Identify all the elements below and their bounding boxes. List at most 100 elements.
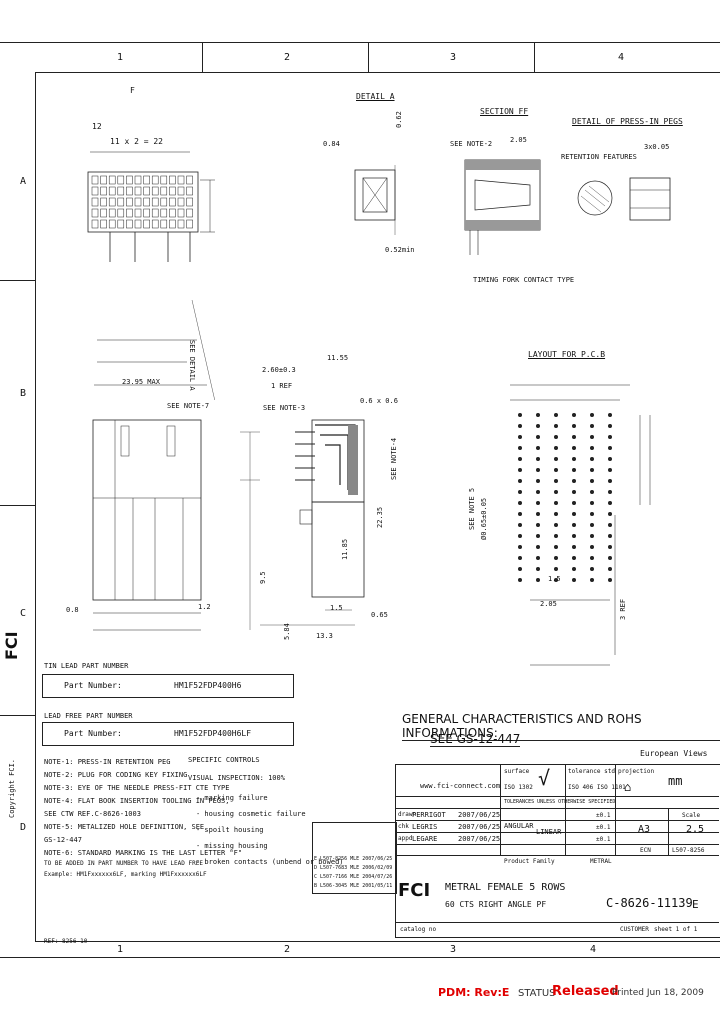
customer-label: CUSTOMER: [620, 926, 649, 933]
sheet-size: A3: [638, 824, 651, 835]
pcb-hole: [608, 468, 612, 472]
pin-cell: [151, 186, 159, 196]
pcb-hole: [572, 446, 576, 450]
sheet-label: sheet 1 of 1: [654, 926, 698, 933]
pcb-hole: [608, 490, 612, 494]
pin-cell: [91, 219, 99, 229]
pcb-hole: [518, 413, 522, 417]
copyright-text: Copyright FCI.: [8, 758, 16, 818]
drawn-date: 2007/06/25: [458, 811, 501, 819]
pcb-hole: [536, 490, 540, 494]
ecn-label: ECN: [640, 847, 651, 854]
pin-cell: [143, 197, 150, 207]
pin-cell: [117, 175, 125, 185]
pin-cell: [143, 175, 150, 185]
pcb-hole: [572, 435, 576, 439]
dim-9-5: 9.5: [259, 571, 267, 584]
pcb-hole: [554, 468, 558, 472]
pcb-hole: [590, 556, 594, 560]
lead-free-value: HM1F52FDP400H6LF: [174, 729, 252, 738]
chk-date: 2007/06/25: [458, 823, 501, 831]
note-line: SEE CTW REF.C-8626-1003: [44, 810, 141, 818]
pcb-hole: [518, 512, 522, 516]
section-ff-drawing: [464, 159, 541, 255]
pcb-hole: [554, 578, 558, 582]
pin-cell: [126, 219, 133, 229]
tin-lead-box: [42, 674, 294, 698]
dim-pcb-2-05: 2.05: [540, 600, 557, 608]
pcb-hole: [572, 501, 576, 505]
note-line: NOTE-1: PRESS-IN RETENTION PEG: [44, 758, 171, 766]
pcb-hole: [554, 457, 558, 461]
front-dim-lines: [94, 300, 215, 400]
pin-cell: [117, 186, 125, 196]
pin-cell: [160, 219, 168, 229]
dim-0-65: 0.65: [371, 611, 388, 619]
pin-cell: [100, 186, 107, 196]
tin-lead-label: Part Number:: [64, 681, 122, 690]
pcb-hole: [554, 556, 558, 560]
detail-press-drawing: [577, 177, 671, 221]
dim-3-ref: 3 REF: [619, 598, 627, 620]
pcb-hole: [572, 479, 576, 483]
pcb-hole: [554, 523, 558, 527]
pcb-hole: [608, 534, 612, 538]
pcb-hole: [572, 468, 576, 472]
pcb-hole: [536, 567, 540, 571]
visual-inspection: VISUAL INSPECTION: 100%: [188, 774, 285, 782]
pcb-hole: [554, 545, 558, 549]
pin-cell: [169, 186, 176, 196]
tol-a: ±0.1: [596, 812, 611, 819]
pin-cell: [169, 208, 176, 218]
tin-lead-title: TIN LEAD PART NUMBER: [44, 662, 129, 670]
pcb-hole: [572, 413, 576, 417]
pin-cell: [177, 175, 185, 185]
pin-cell: [151, 208, 159, 218]
lead-free-title: LEAD FREE PART NUMBER: [44, 712, 133, 720]
pcb-hole: [608, 512, 612, 516]
zone-top-4: 4: [618, 52, 625, 63]
pin-cell: [134, 197, 142, 207]
pcb-hole: [590, 457, 594, 461]
zone-bottom-4: 4: [590, 944, 597, 955]
see-note-7: SEE NOTE-7: [167, 402, 210, 410]
zone-bottom-1: 1: [117, 944, 124, 955]
pin-cell: [177, 197, 185, 207]
general-characteristics: GENERAL CHARACTERISTICS AND ROHS INFORMA…: [402, 712, 720, 741]
title-line-2: 60 CTS RIGHT ANGLE PF: [445, 900, 547, 909]
pin-cell: [186, 175, 193, 185]
product-family-label: Product Family: [504, 858, 555, 865]
zone-left-a: A: [20, 176, 27, 187]
drawn-name: PERRIGOT: [412, 811, 446, 819]
tol-c: ±0.1: [596, 836, 611, 843]
ecn-value: L507-8256: [672, 847, 705, 854]
border-bottom-line: [0, 957, 720, 958]
metral-label: METRAL: [590, 858, 612, 865]
see-note-4: SEE NOTE-4: [390, 437, 398, 480]
pcb-hole: [518, 567, 522, 571]
pcb-hole: [608, 457, 612, 461]
pcb-hole: [608, 424, 612, 428]
pcb-hole: [536, 457, 540, 461]
dim-2-60: 2.60±0.3: [262, 366, 296, 374]
dim-11x2: 11 x 2 = 22: [110, 137, 163, 146]
pcb-hole: [536, 413, 540, 417]
control-item: - broken contacts (unbend or bowed): [196, 858, 344, 866]
tol-note: TOLERANCES UNLESS OTHERWISE SPECIFIED: [504, 799, 616, 805]
pcb-hole: [518, 490, 522, 494]
unit-label: mm: [668, 774, 683, 788]
pcb-hole: [572, 545, 576, 549]
pcb-hole: [518, 468, 522, 472]
web-address: www.fci-connect.com: [420, 782, 501, 790]
dim-1-5: 1.5: [330, 604, 343, 612]
front-view-drawing: [87, 151, 215, 262]
pcb-hole: [554, 435, 558, 439]
pcb-hole: [554, 534, 558, 538]
projection-icon: ⌂: [624, 780, 632, 794]
pcb-hole: [572, 512, 576, 516]
roughness-value: ISO 1302: [504, 784, 533, 791]
pcb-hole: [608, 501, 612, 505]
note-line: NOTE-2: PLUG FOR CODING KEY FIXING: [44, 771, 188, 779]
pin-cell: [117, 197, 125, 207]
title-line-1: METRAL FEMALE 5 ROWS: [445, 882, 566, 893]
